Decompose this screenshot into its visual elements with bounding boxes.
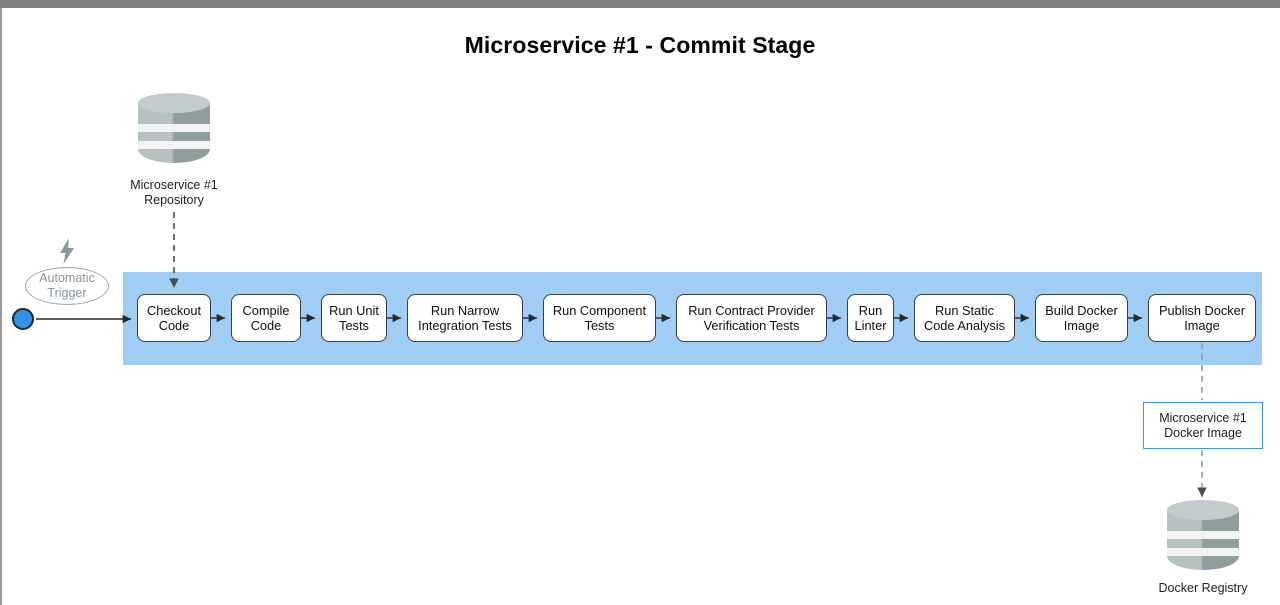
lightning-bolt-icon [56, 238, 78, 264]
repository-label: Microservice #1 Repository [130, 178, 218, 207]
stage-run-unit-tests[interactable]: Run Unit Tests [321, 294, 387, 342]
start-circle [12, 308, 34, 330]
stage-compile-code[interactable]: Compile Code [231, 294, 301, 342]
database-cylinder-icon [138, 93, 210, 173]
docker-registry-label: Docker Registry [1158, 581, 1248, 595]
window-left-edge [0, 8, 2, 605]
artifact-docker-image: Microservice #1 Docker Image [1143, 402, 1263, 449]
database-cylinder-icon [1167, 500, 1239, 580]
stage-run-static-code-analysis[interactable]: Run Static Code Analysis [914, 294, 1015, 342]
stage-run-contract-provider-verification-tests[interactable]: Run Contract Provider Verification Tests [676, 294, 827, 342]
stage-checkout-code[interactable]: Checkout Code [137, 294, 211, 342]
automatic-trigger-label: Automatic Trigger [25, 267, 109, 305]
page-title: Microservice #1 - Commit Stage [464, 32, 816, 58]
stage-run-narrow-integration-tests[interactable]: Run Narrow Integration Tests [407, 294, 523, 342]
stage-build-docker-image[interactable]: Build Docker Image [1035, 294, 1128, 342]
stage-run-linter[interactable]: Run Linter [847, 294, 894, 342]
window-topbar [0, 0, 1280, 8]
stage-run-component-tests[interactable]: Run Component Tests [543, 294, 656, 342]
stage-publish-docker-image[interactable]: Publish Docker Image [1148, 294, 1256, 342]
